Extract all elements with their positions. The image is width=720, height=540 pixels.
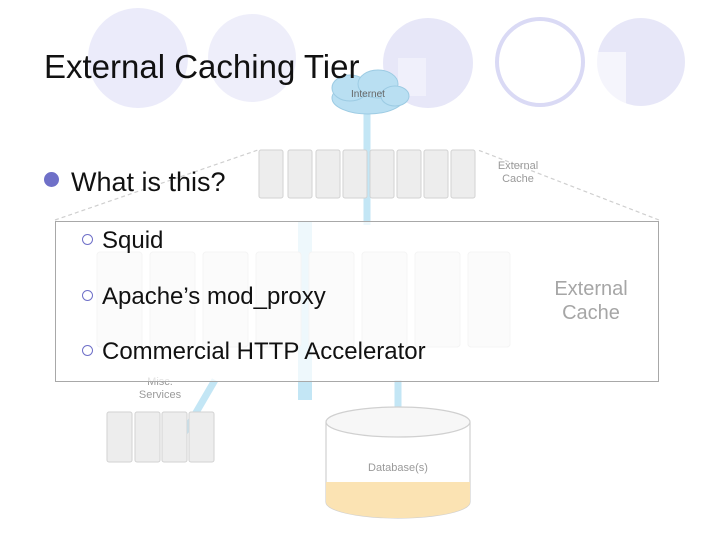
callout-box — [55, 221, 659, 382]
bullet-main: What is this? — [44, 167, 226, 198]
misc-services-line2: Services — [138, 389, 182, 401]
decor-square — [592, 52, 626, 110]
bullet-ring-icon — [82, 290, 93, 301]
bullet-main-text: What is this? — [71, 167, 226, 197]
sub-bullet-text: Apache’s mod_proxy — [102, 283, 326, 310]
external-cache-small-label: External Cache — [490, 160, 546, 186]
sub-bullet: Apache’s mod_proxy — [82, 283, 326, 311]
sub-bullet-text: Squid — [102, 227, 164, 254]
database-icon — [325, 406, 471, 519]
database-label: Database(s) — [368, 462, 428, 474]
external-cache-large-line1: External — [554, 278, 628, 300]
decor-circle — [383, 18, 473, 108]
decor-ring — [495, 17, 585, 107]
slide-title: External Caching Tier — [44, 48, 360, 85]
cloud-icon — [331, 69, 410, 115]
external-cache-small-line1: External — [497, 160, 539, 172]
perspective-line — [54, 149, 259, 221]
external-cache-large-label: External Cache — [536, 277, 646, 325]
decor-circle — [208, 14, 296, 102]
sub-bullet-text: Commercial HTTP Accelerator — [102, 338, 426, 365]
server-row-misc — [106, 411, 215, 463]
sub-bullet: Commercial HTTP Accelerator — [82, 338, 426, 366]
external-cache-large-line2: Cache — [562, 302, 620, 324]
internet-label: Internet — [351, 89, 385, 100]
server-row-top — [258, 149, 476, 199]
bullet-ring-icon — [82, 234, 93, 245]
external-cache-small-line2: Cache — [502, 173, 534, 185]
bullet-dot-icon — [44, 172, 59, 187]
sub-bullet: Squid — [82, 227, 163, 255]
bullet-ring-icon — [82, 345, 93, 356]
perspective-line — [477, 149, 660, 221]
decor-circle — [88, 8, 188, 108]
